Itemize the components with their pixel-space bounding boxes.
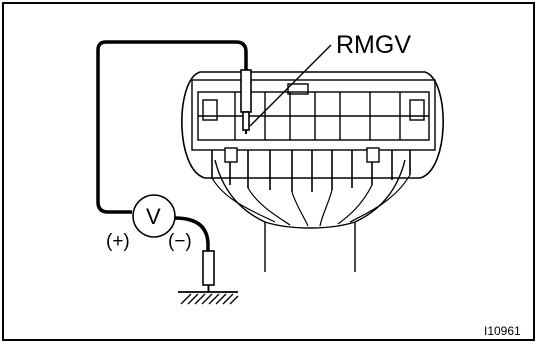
connector-pin-label: RMGV [336,31,411,59]
figure-frame [2,2,535,341]
negative-probe-label: (−) [168,231,192,252]
negative-test-probe [202,250,215,292]
ground-symbol [178,291,239,305]
voltmeter-symbol: V [146,204,161,229]
negative-lead-wire [174,216,210,251]
connector-lock-tabs [224,147,380,163]
harness-wires [211,174,411,227]
figure-id: I10961 [484,324,521,338]
positive-probe-label: (+) [106,231,130,252]
positive-test-probe [240,69,252,134]
terminal-leads [211,150,411,192]
connector-housing [181,71,444,179]
wire-harness-bundle [214,159,406,272]
pin-label-leader [249,44,332,127]
voltmeter-icon [132,194,176,238]
positive-lead-wire [96,40,248,214]
connector-terminal-body [191,79,436,151]
